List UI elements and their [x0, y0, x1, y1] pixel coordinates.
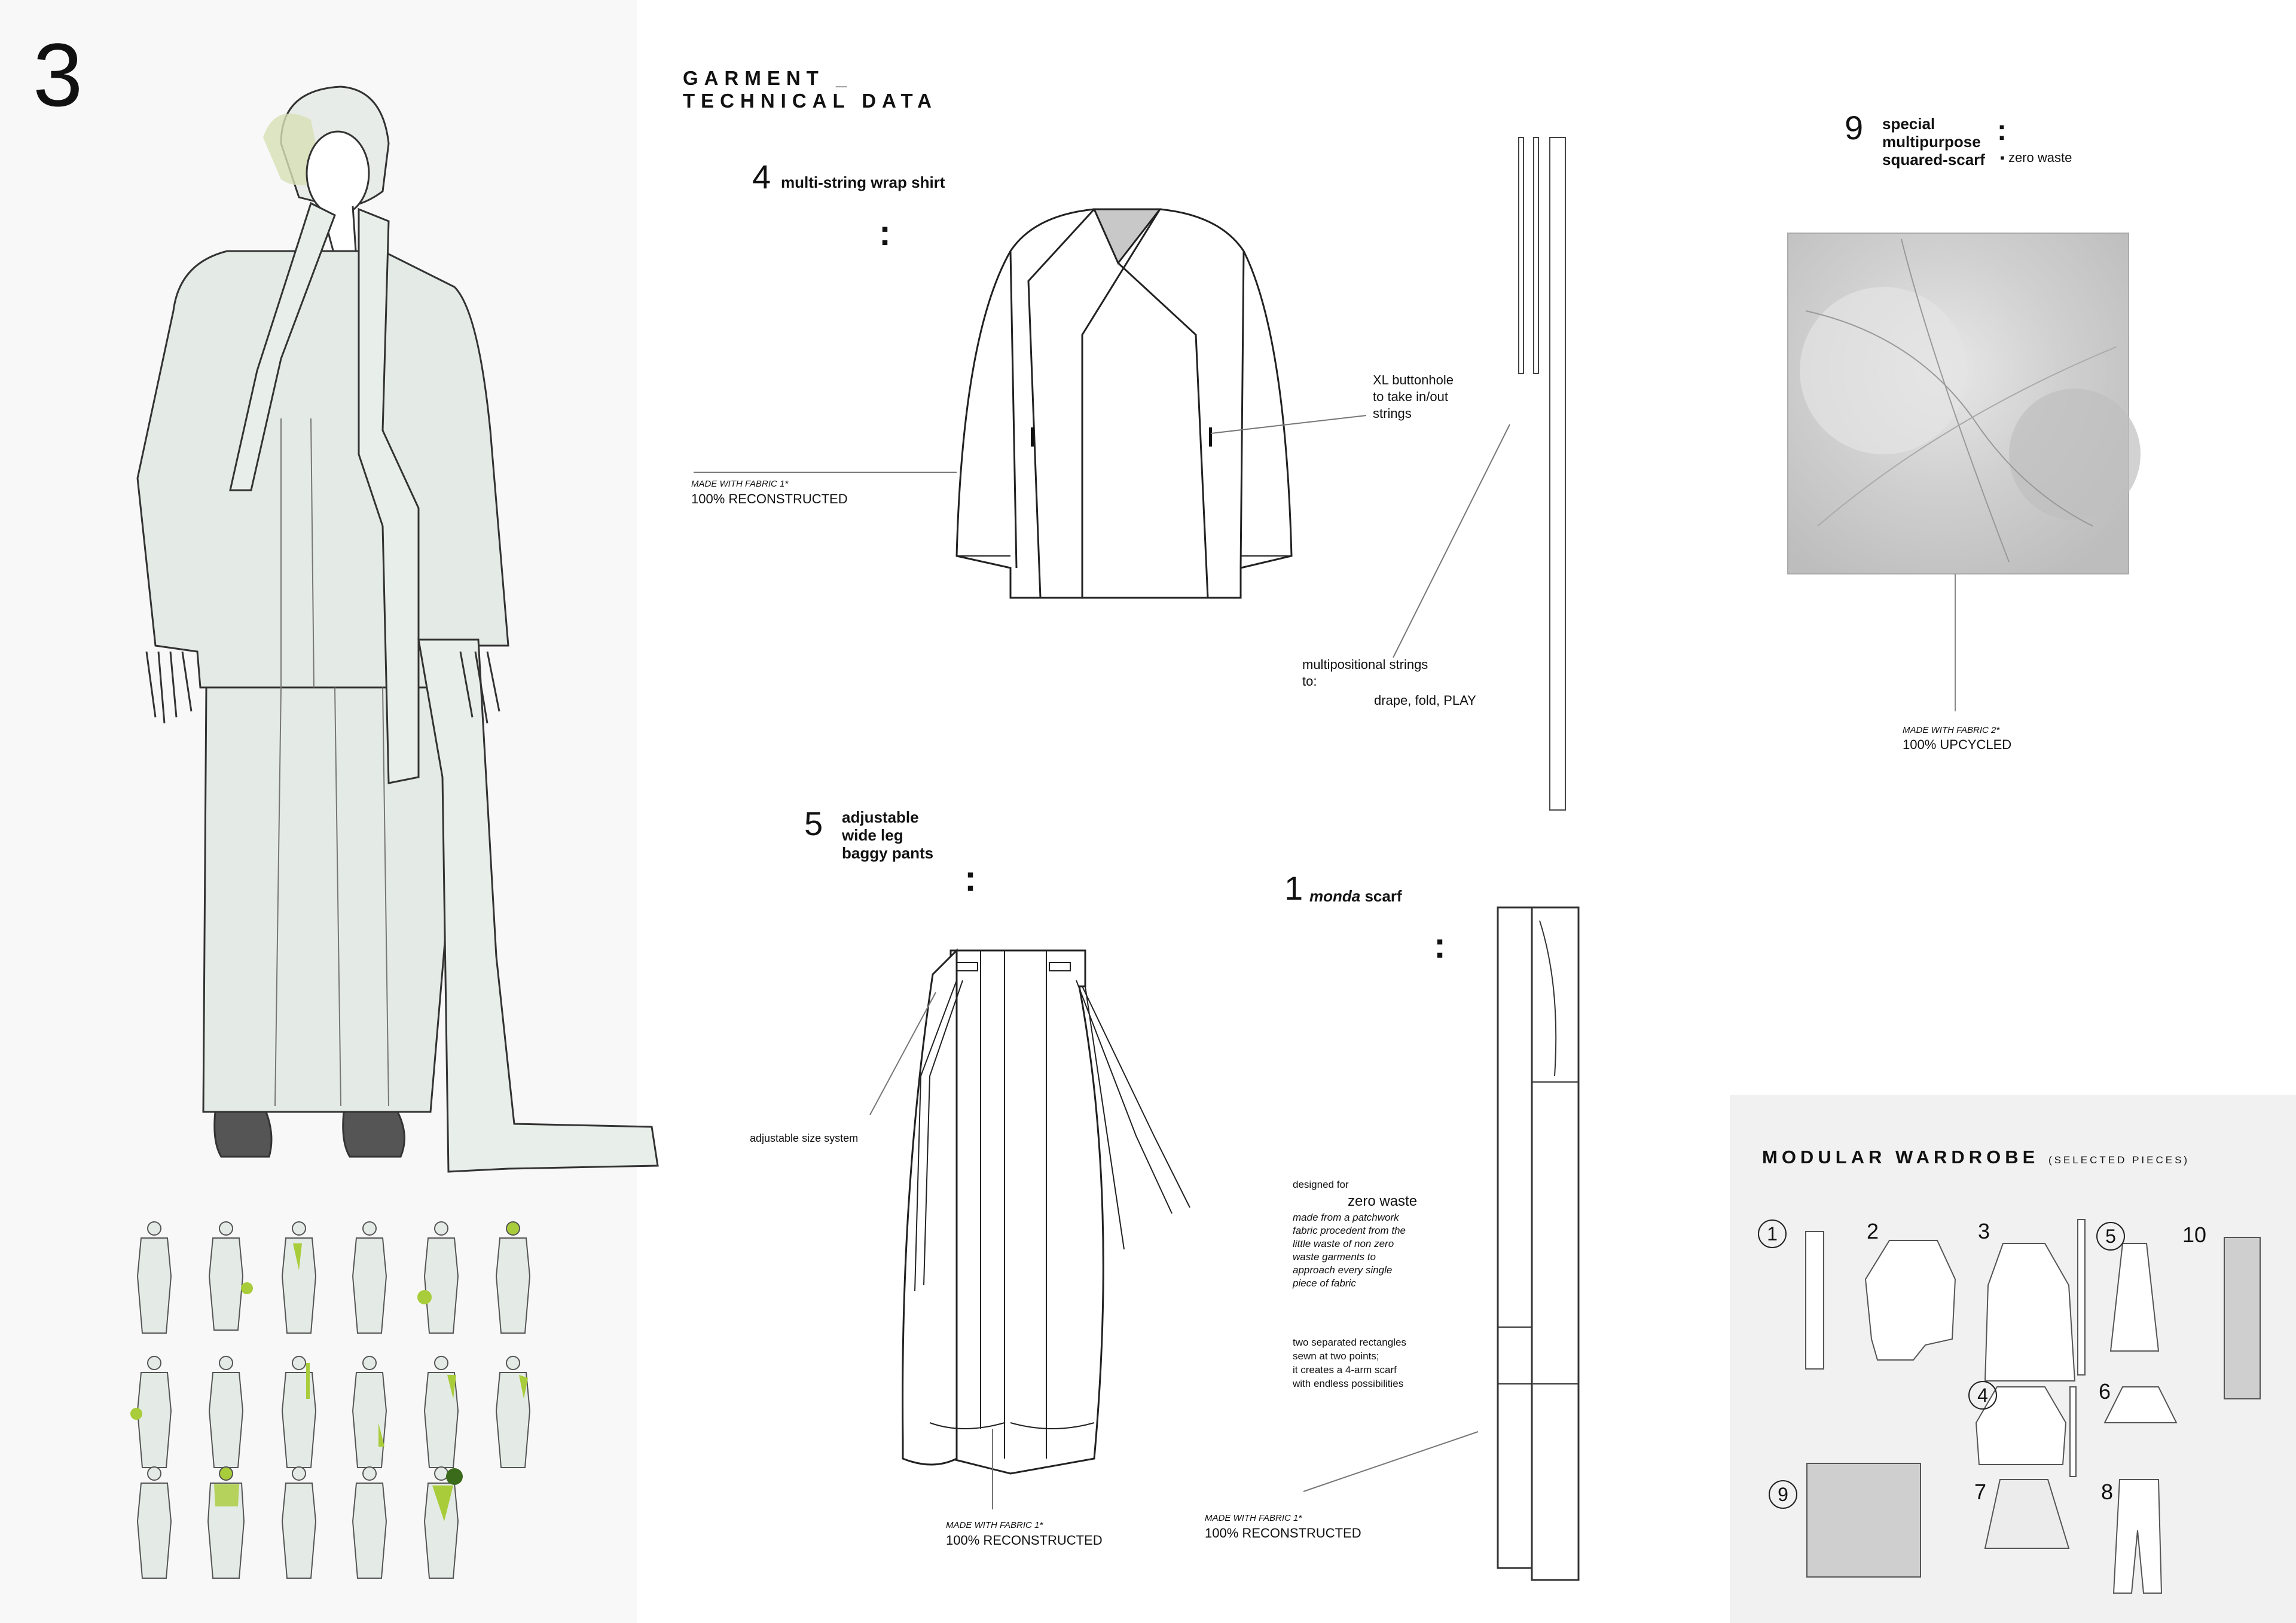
designed-for-label: designed for: [1293, 1179, 1349, 1190]
small-figures-grid: [130, 1221, 531, 1579]
small-figure: [352, 1466, 387, 1579]
square-scarf-colon: :: [1997, 115, 2007, 146]
figure-coat: [136, 250, 509, 689]
shirt-number: 4: [752, 158, 771, 195]
figure-face: [306, 130, 370, 216]
pants-name: adjustable wide leg baggy pants: [842, 808, 934, 862]
mw-piece-strings-2: [2069, 1386, 2077, 1477]
pants-made-with: MADE WITH FABRIC 1*: [946, 1520, 1043, 1530]
mw-label-2: 2: [1867, 1219, 1879, 1243]
mw-piece-strings: [2077, 1219, 2086, 1376]
monda-scarf-number: 1: [1284, 869, 1303, 907]
technical-data-title: GARMENT _ TECHNICAL DATA: [683, 67, 938, 112]
size-system-leader: [869, 992, 936, 1115]
main-figure-illustration: [136, 85, 659, 1173]
mw-label-5: 5: [2096, 1222, 2125, 1251]
square-scarf-number: 9: [1845, 109, 1864, 146]
buttonhole-leader: [1210, 415, 1367, 434]
small-figure: [417, 1221, 459, 1334]
shirt-made-with: MADE WITH FABRIC 1*: [691, 479, 789, 489]
monda-material: 100% RECONSTRUCTED: [1205, 1526, 1361, 1541]
mw-piece-9-scarf: [1806, 1463, 1921, 1578]
square-scarf-name: special multipurpose squared-scarf: [1882, 115, 1985, 169]
title-line-2: TECHNICAL DATA: [683, 90, 938, 112]
page-number: 3: [33, 25, 83, 125]
shirt-name: multi-string wrap shirt: [781, 173, 945, 191]
small-figure: [352, 1356, 387, 1468]
title-line-1: GARMENT _: [683, 67, 853, 89]
small-figure: [495, 1221, 531, 1334]
mw-piece-1-strings: [1805, 1231, 1824, 1370]
shirt-material: 100% RECONSTRUCTED: [691, 491, 848, 506]
small-figure: [207, 1466, 245, 1579]
strings-note: multipositional strings to: drape, fold,…: [1302, 657, 1476, 708]
figure-robe-skirt: [202, 686, 468, 1113]
mw-piece-3-coat: [1984, 1243, 2076, 1381]
square-scarf-zero-waste: ▪ zero waste: [2000, 150, 2072, 165]
buttonhole-left: [1031, 427, 1034, 447]
figure-shoe-right: [342, 1111, 405, 1158]
pants-colon: :: [964, 858, 976, 898]
mw-piece-6: [2103, 1386, 2178, 1423]
small-figure: [352, 1221, 387, 1334]
small-figure: [281, 1356, 317, 1468]
pants-flat: [902, 948, 1190, 1475]
mw-piece-10-mix: [2224, 1237, 2261, 1399]
mw-label-3: 3: [1978, 1219, 1990, 1243]
modular-wardrobe-pieces: [1805, 1219, 2261, 1594]
monda-scarf-colon: :: [1434, 925, 1446, 965]
zero-waste-label: zero waste: [1348, 1193, 1418, 1209]
mw-label-8: 8: [2101, 1480, 2114, 1504]
monda-scarf-name: monda scarf: [1309, 887, 1402, 905]
buttonhole-note: XL buttonhole to take in/out strings: [1373, 372, 1454, 421]
mw-label-4: 4: [1968, 1381, 1997, 1410]
figure-scarf-long: [358, 207, 420, 784]
rectangles-note: two separated rectangles sewn at two poi…: [1293, 1337, 1406, 1389]
mw-label-7: 7: [1974, 1480, 1987, 1504]
mw-piece-8-pants: [2112, 1479, 2163, 1594]
square-scarf-image: [1787, 233, 2141, 574]
shirt-collar-gray: [1092, 208, 1162, 265]
small-figure: [281, 1221, 317, 1334]
small-figure: [136, 1221, 172, 1334]
small-figure: [208, 1356, 244, 1468]
square-scarf-made-with: MADE WITH FABRIC 2*: [1903, 725, 2000, 735]
strings-leader: [1393, 424, 1510, 658]
pants-material: 100% RECONSTRUCTED: [946, 1533, 1103, 1548]
mw-piece-4-shirt: [1975, 1386, 2067, 1465]
mw-label-6: 6: [2099, 1379, 2111, 1404]
shirt-colon: :: [879, 213, 891, 253]
small-figure: [208, 1221, 253, 1331]
mw-piece-5-pants: [2109, 1243, 2160, 1352]
mw-label-10: 10: [2182, 1222, 2207, 1247]
strings-flat: [1518, 137, 1566, 811]
small-figure: [495, 1356, 531, 1468]
mw-label-9: 9: [1769, 1480, 1797, 1509]
small-figure: [130, 1356, 172, 1468]
monda-made-with: MADE WITH FABRIC 1*: [1205, 1513, 1302, 1523]
figure-shoe-left: [213, 1111, 273, 1158]
modular-wardrobe-title: MODULAR WARDROBE (SELECTED PIECES): [1762, 1147, 2190, 1167]
modular-wardrobe-subtitle: (SELECTED PIECES): [2048, 1154, 2190, 1166]
square-scarf-material: 100% UPCYCLED: [1903, 737, 2012, 752]
mw-label-1: 1: [1758, 1219, 1787, 1248]
wrap-shirt-flat: [955, 208, 1293, 599]
small-figure: [423, 1466, 463, 1579]
monda-scarf-flat: [1497, 906, 1580, 1581]
small-figure: [423, 1356, 459, 1468]
figure-scarf-left: [229, 201, 336, 491]
mw-piece-7-top: [1984, 1479, 2070, 1549]
size-system-note: adjustable size system: [750, 1132, 859, 1144]
small-figure: [281, 1466, 317, 1579]
buttonhole-right: [1209, 427, 1212, 447]
small-figure: [136, 1466, 172, 1579]
pants-number: 5: [804, 805, 823, 842]
figure-belt-tail: [417, 638, 659, 1173]
monda-fabric-leader: [1303, 1431, 1479, 1492]
mw-piece-2-shirt: [1864, 1240, 1956, 1361]
monda-description: made from a patchwork fabric procedent f…: [1293, 1212, 1406, 1289]
